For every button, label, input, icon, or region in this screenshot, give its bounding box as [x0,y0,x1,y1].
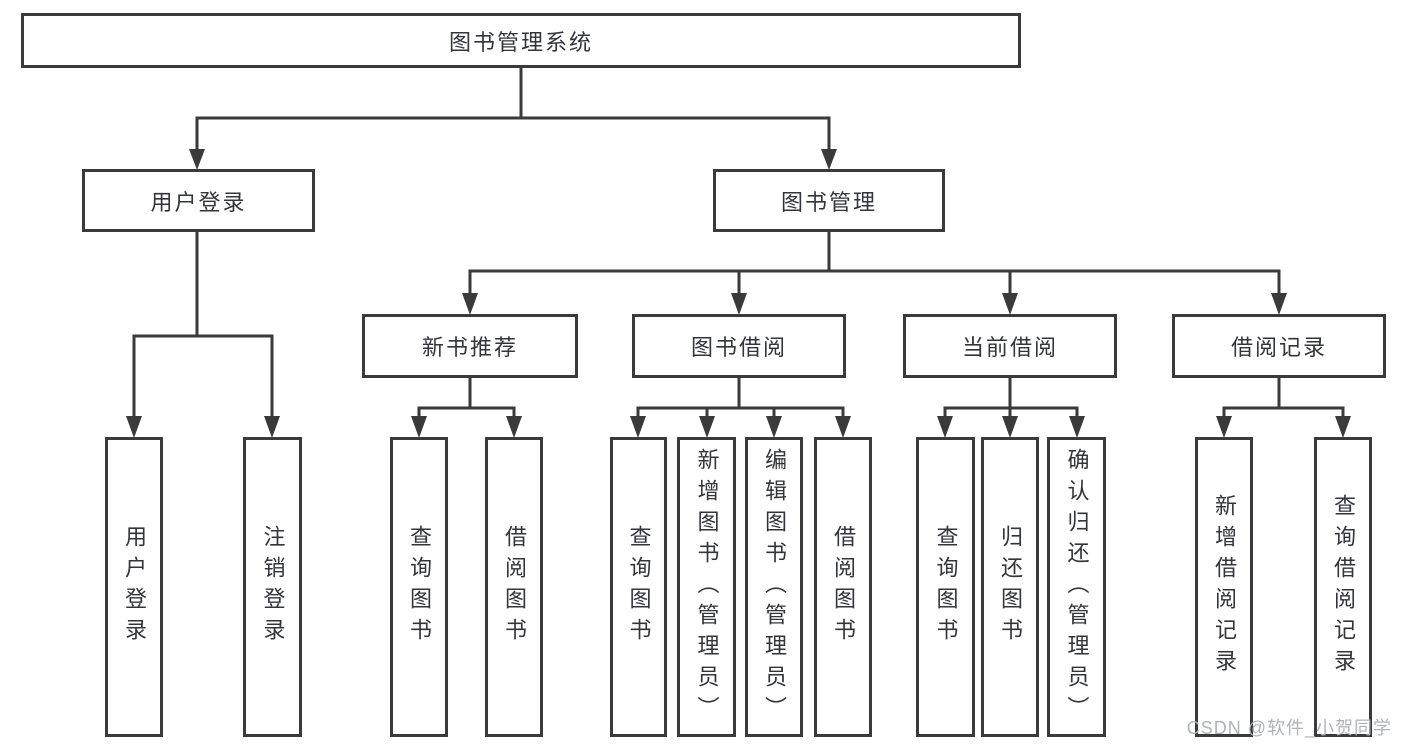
leaf-logout: 注销登录 [243,437,302,737]
node-root: 图书管理系统 [21,13,1021,68]
leaf-query-borrow-record: 查询借阅记录 [1314,437,1372,737]
node-label: 新增图书（管理员） [694,447,720,727]
node-label: 用户登录 [150,189,247,215]
node-label: 借阅图书 [831,525,856,649]
node-current-borrow: 当前借阅 [903,314,1117,378]
leaf-query-books-3: 查询图书 [916,437,975,737]
leaf-add-books-admin: 新增图书（管理员） [677,437,736,737]
leaf-return-books: 归还图书 [981,437,1039,737]
leaf-add-borrow-record: 新增借阅记录 [1195,437,1253,737]
node-label: 编辑图书（管理员） [762,447,787,727]
node-label: 图书借阅 [690,335,787,360]
node-label: 查询图书 [933,525,959,649]
node-label: 查询图书 [407,525,432,649]
node-label: 查询借阅记录 [1331,494,1356,680]
node-label: 借阅图书 [502,525,527,649]
node-borrow-records: 借阅记录 [1172,314,1386,378]
node-book-borrow: 图书借阅 [632,314,846,378]
csdn-watermark: CSDN @软件_小贺同学 [1186,718,1392,738]
leaf-confirm-return-admin: 确认归还（管理员） [1047,437,1106,737]
node-label: 查询图书 [626,525,652,649]
node-label: 新书推荐 [421,335,518,360]
leaf-edit-books-admin: 编辑图书（管理员） [745,437,803,737]
node-label: 用户登录 [122,525,147,649]
node-label: 归还图书 [998,525,1023,649]
node-label: 新增借阅记录 [1212,494,1237,680]
node-new-book-recommend: 新书推荐 [362,314,578,378]
leaf-user-login: 用户登录 [105,437,163,737]
leaf-query-books-1: 查询图书 [390,437,448,737]
node-label: 确认归还（管理员） [1064,447,1090,727]
node-user-login: 用户登录 [82,169,315,232]
leaf-query-books-2: 查询图书 [610,437,667,737]
node-label: 注销登录 [260,525,286,649]
node-label: 当前借阅 [961,335,1058,360]
leaf-borrow-books-1: 借阅图书 [485,437,543,737]
node-book-management: 图书管理 [713,169,945,232]
node-label: 借阅记录 [1230,335,1327,360]
node-label: 图书管理 [780,189,877,215]
node-label: 图书管理系统 [448,29,593,55]
leaf-borrow-books-2: 借阅图书 [814,437,872,737]
